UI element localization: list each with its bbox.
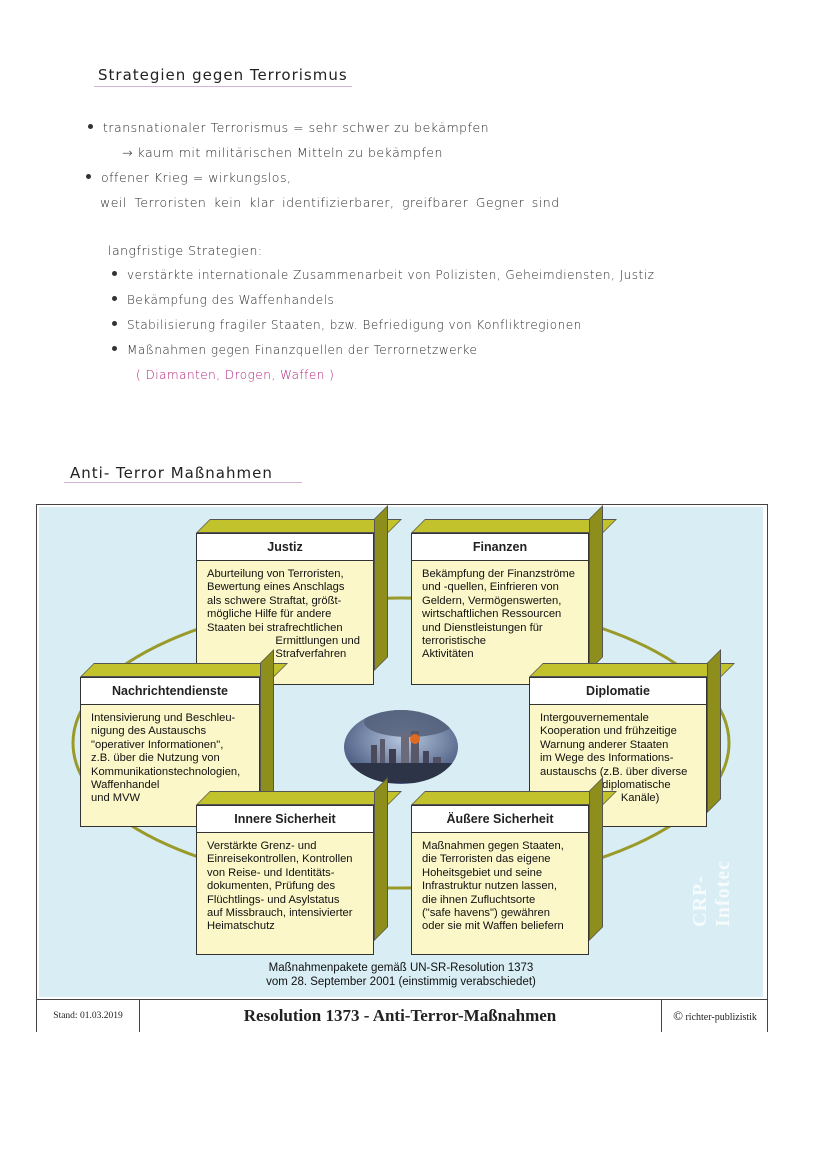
strategy-item-2: Bekämpfung des Waffenhandels bbox=[112, 293, 334, 307]
strategy-item-1: verstärkte internationale Zusammenarbeit… bbox=[112, 268, 654, 282]
box-nachrichtendienste-top bbox=[80, 663, 288, 677]
box-nachrichtendienste-side bbox=[260, 649, 274, 813]
box-nachrichtendienste-front: Nachrichtendienste Intensivierung und Be… bbox=[80, 677, 260, 827]
connection-ring bbox=[71, 596, 731, 890]
box-aeussere-sicherheit-body: Maßnahmen gegen Staaten, die Terroristen… bbox=[422, 840, 564, 933]
notes-title: Strategien gegen Terrorismus bbox=[98, 66, 348, 84]
section-title-underline bbox=[64, 482, 302, 483]
box-justiz-title: Justiz bbox=[197, 534, 373, 561]
box-innere-sicherheit-side bbox=[374, 777, 388, 941]
strategy-item-1-text: verstärkte internationale Zusammenarbeit… bbox=[127, 268, 655, 282]
title-underline bbox=[94, 86, 352, 87]
box-aeussere-sicherheit-side bbox=[589, 777, 603, 941]
box-innere-sicherheit-body: Verstärkte Grenz- und Einreisekontrollen… bbox=[207, 840, 353, 933]
strategy-item-2-text: Bekämpfung des Waffenhandels bbox=[127, 293, 335, 307]
note-line-4: weil Terroristen kein klar identifizierb… bbox=[100, 195, 560, 210]
section-title-anti-terror: Anti- Terror Maßnahmen bbox=[70, 464, 273, 482]
box-justiz-body: Aburteilung von Terroristen, Bewertung e… bbox=[207, 568, 360, 661]
caption-line-2: vom 28. September 2001 (einstimmig verab… bbox=[266, 976, 536, 988]
box-innere-sicherheit-title: Innere Sicherheit bbox=[197, 806, 373, 833]
note-line-3-text: offener Krieg = wirkungslos, bbox=[101, 170, 292, 185]
footer-stand: Stand: 01.03.2019 bbox=[37, 1000, 140, 1032]
footer-title: Resolution 1373 - Anti-Terror-Maßnahmen bbox=[243, 1006, 557, 1025]
box-justiz-front: Justiz Aburteilung von Terroristen, Bewe… bbox=[196, 533, 374, 685]
strategies-subheading: langfristige Strategien: bbox=[108, 243, 263, 258]
note-line-3: offener Krieg = wirkungslos, bbox=[86, 170, 291, 185]
box-justiz-top bbox=[196, 519, 402, 533]
footer-publisher: © richter-publizistik bbox=[661, 1000, 768, 1032]
box-diplomatie-body: Intergouvernementale Kooperation und frü… bbox=[540, 712, 688, 805]
strategy-item-4-note: ( Diamanten, Drogen, Waffen ) bbox=[136, 368, 335, 382]
infographic-panel: Justiz Aburteilung von Terroristen, Bewe… bbox=[39, 505, 763, 997]
box-aeussere-sicherheit-title: Äußere Sicherheit bbox=[412, 806, 588, 833]
box-aeussere-sicherheit-top bbox=[411, 791, 617, 805]
box-nachrichtendienste-body: Intensivierung und Beschleu- nigung des … bbox=[91, 712, 241, 805]
copyright-icon: © bbox=[673, 1008, 683, 1023]
resolution-infographic: Justiz Aburteilung von Terroristen, Bewe… bbox=[36, 504, 768, 1032]
caption-line-1: Maßnahmenpakete gemäß UN-SR-Resolution 1… bbox=[268, 962, 534, 974]
note-line-2: → kaum mit militärischen Mitteln zu bekä… bbox=[122, 145, 443, 160]
box-diplomatie-side bbox=[707, 649, 721, 813]
watermark: CRP-Infotec bbox=[689, 860, 734, 927]
box-diplomatie-title: Diplomatie bbox=[530, 678, 706, 705]
box-finanzen-top bbox=[411, 519, 617, 533]
infographic-footer: Stand: 01.03.2019 Resolution 1373 - Anti… bbox=[37, 999, 767, 1032]
skyline-photo bbox=[344, 710, 458, 784]
note-line-1: transnationaler Terrorismus = sehr schwe… bbox=[88, 120, 489, 135]
box-justiz-side bbox=[374, 505, 388, 671]
box-finanzen-body: Bekämpfung der Finanzströme und -quellen… bbox=[422, 568, 575, 661]
strategy-item-3-text: Stabilisierung fragiler Staaten, bzw. Be… bbox=[127, 318, 582, 332]
box-finanzen-title: Finanzen bbox=[412, 534, 588, 561]
footer-publisher-name: richter-publizistik bbox=[685, 1012, 757, 1023]
note-line-1-text: transnationaler Terrorismus = sehr schwe… bbox=[103, 120, 490, 135]
box-finanzen-side bbox=[589, 505, 603, 671]
box-aeussere-sicherheit-front: Äußere Sicherheit Maßnahmen gegen Staate… bbox=[411, 805, 589, 955]
box-nachrichtendienste-title: Nachrichtendienste bbox=[81, 678, 259, 705]
box-finanzen-front: Finanzen Bekämpfung der Finanzströme und… bbox=[411, 533, 589, 685]
box-innere-sicherheit-front: Innere Sicherheit Verstärkte Grenz- und … bbox=[196, 805, 374, 955]
box-diplomatie-front: Diplomatie Intergouvernementale Kooperat… bbox=[529, 677, 707, 827]
strategy-item-4-text: Maßnahmen gegen Finanzquellen der Terror… bbox=[127, 343, 478, 357]
box-innere-sicherheit-top bbox=[196, 791, 402, 805]
strategy-item-3: Stabilisierung fragiler Staaten, bzw. Be… bbox=[112, 318, 582, 332]
strategy-item-4: Maßnahmen gegen Finanzquellen der Terror… bbox=[112, 343, 477, 357]
ring-and-photo bbox=[71, 596, 731, 890]
box-diplomatie-top bbox=[529, 663, 735, 677]
